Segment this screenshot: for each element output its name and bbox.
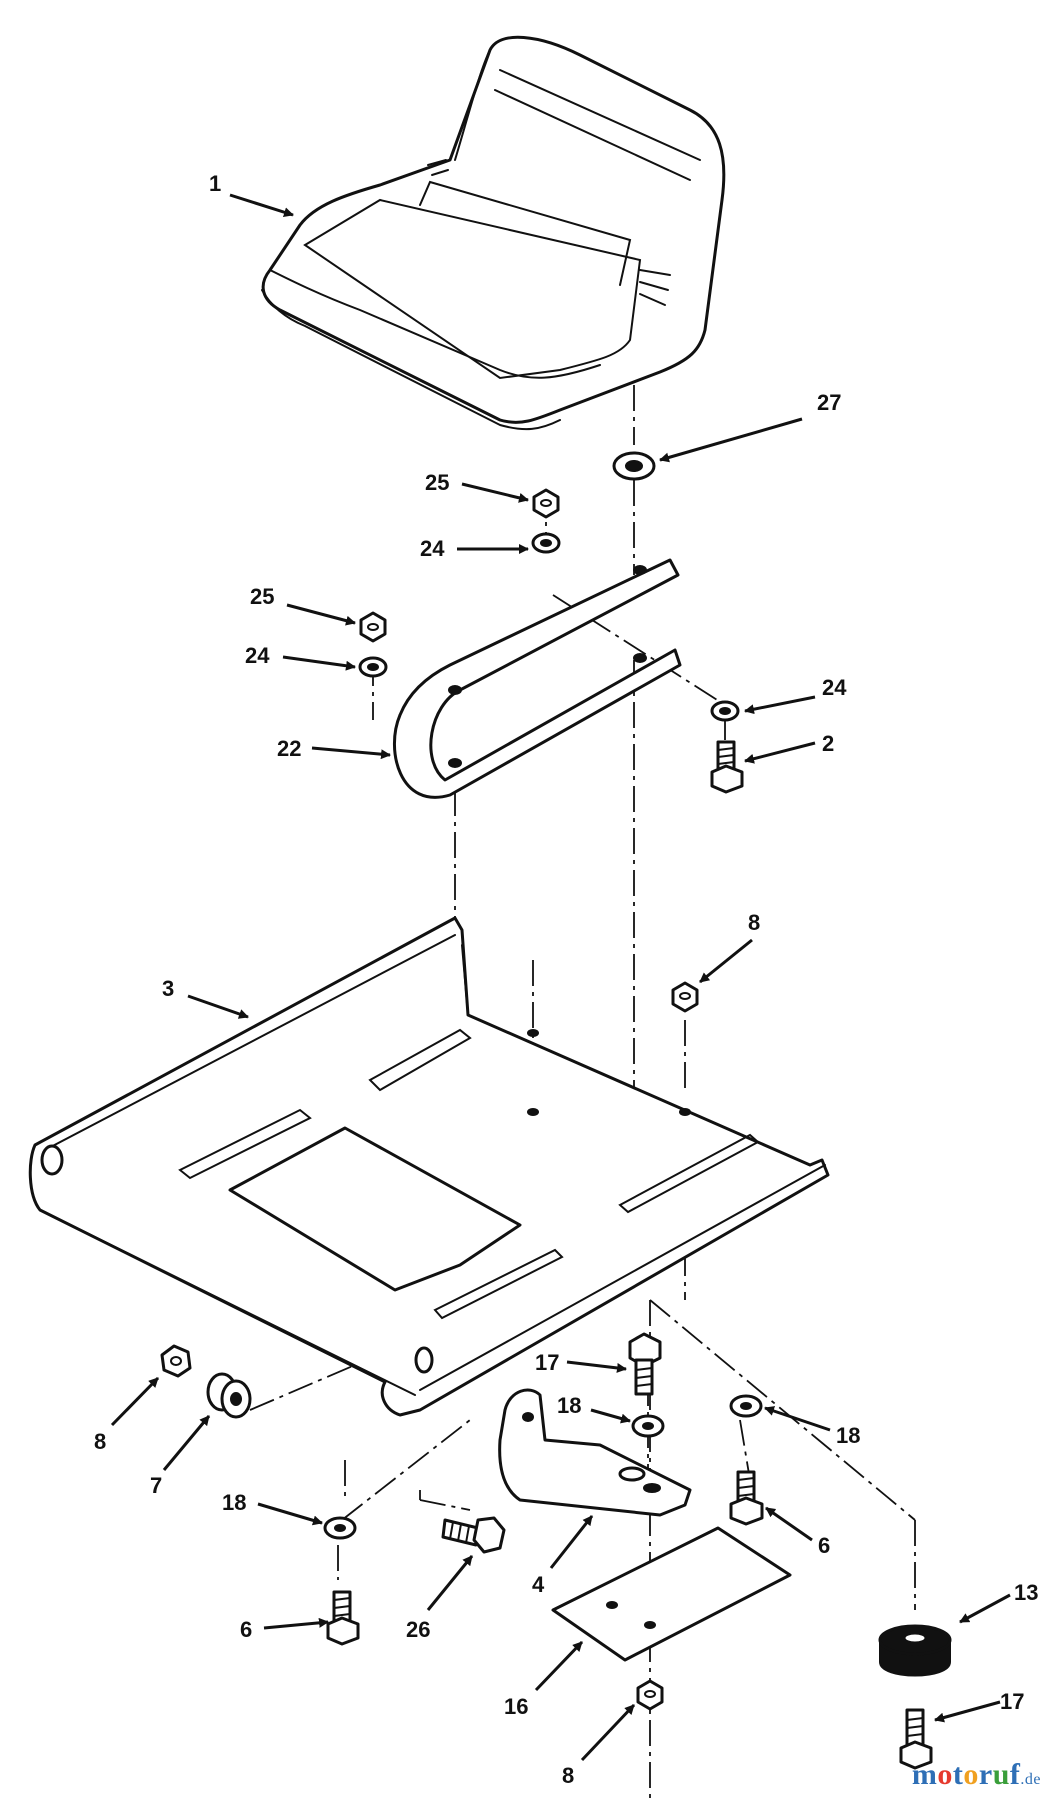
mounting-bracket-4	[498, 1388, 692, 1517]
rubber-bumper-13	[878, 1624, 952, 1677]
watermark-letter: f	[1009, 1758, 1021, 1791]
watermark-tld: .de	[1020, 1771, 1041, 1788]
washer-18-left	[323, 1516, 357, 1540]
nut-25-upper	[532, 488, 560, 519]
watermark-letter: r	[978, 1758, 993, 1791]
callout-22: 22	[277, 736, 301, 761]
callout-8: 8	[562, 1763, 574, 1788]
callout-8: 8	[748, 910, 760, 935]
washer-18-right	[729, 1394, 763, 1418]
callout-17: 17	[1000, 1689, 1024, 1714]
callout-arrows	[110, 193, 1011, 1762]
nut-25-left	[359, 611, 387, 643]
callout-24: 24	[822, 675, 847, 700]
washer-27	[612, 451, 656, 481]
nut-8-upper	[671, 981, 699, 1013]
callout-18: 18	[836, 1423, 860, 1448]
watermark-letter: t	[952, 1758, 964, 1791]
washer-24-upper	[531, 532, 561, 554]
callout-25: 25	[250, 584, 274, 609]
callout-17: 17	[535, 1350, 559, 1375]
callout-6: 6	[818, 1533, 830, 1558]
washer-18-center	[631, 1414, 665, 1438]
callout-24: 24	[420, 536, 445, 561]
callout-26: 26	[406, 1617, 430, 1642]
nut-8-bottom	[636, 1679, 664, 1711]
callout-13: 13	[1014, 1580, 1038, 1605]
watermark-logo: motoruf.de	[912, 1758, 1041, 1792]
callout-3: 3	[162, 976, 174, 1001]
callout-2: 2	[822, 731, 834, 756]
callout-4: 4	[532, 1572, 545, 1597]
watermark-letter: m	[911, 1758, 938, 1791]
spring-bracket-22	[392, 558, 682, 799]
callout-18: 18	[557, 1393, 581, 1418]
callout-1: 1	[209, 171, 221, 196]
watermark-letter: u	[992, 1758, 1010, 1791]
watermark-letter: o	[937, 1758, 953, 1791]
callout-6: 6	[240, 1617, 252, 1642]
bolt-6-left	[326, 1590, 360, 1646]
bolt-26	[441, 1516, 506, 1554]
callout-labels: 1 27 25 24 25 24 22 24 2 3 8 8 7 17 18 1…	[94, 171, 1038, 1788]
watermark-letter: o	[963, 1758, 979, 1791]
nut-8-left	[160, 1344, 192, 1378]
seat-plate-3	[28, 916, 830, 1417]
bolt-2	[710, 740, 744, 794]
callout-18: 18	[222, 1490, 246, 1515]
bolt-17-center	[628, 1332, 662, 1396]
seat	[261, 35, 726, 431]
bolt-6-right	[729, 1470, 764, 1526]
plate-16	[551, 1526, 792, 1662]
callout-7: 7	[150, 1473, 162, 1498]
callout-27: 27	[817, 390, 841, 415]
bolt-17-bottom	[899, 1708, 933, 1770]
callout-16: 16	[504, 1694, 528, 1719]
callout-25: 25	[425, 470, 449, 495]
callout-24: 24	[245, 643, 270, 668]
callout-8: 8	[94, 1429, 106, 1454]
washer-24-right	[710, 700, 740, 722]
washer-24-left	[358, 656, 388, 678]
spacer-7	[206, 1372, 252, 1419]
